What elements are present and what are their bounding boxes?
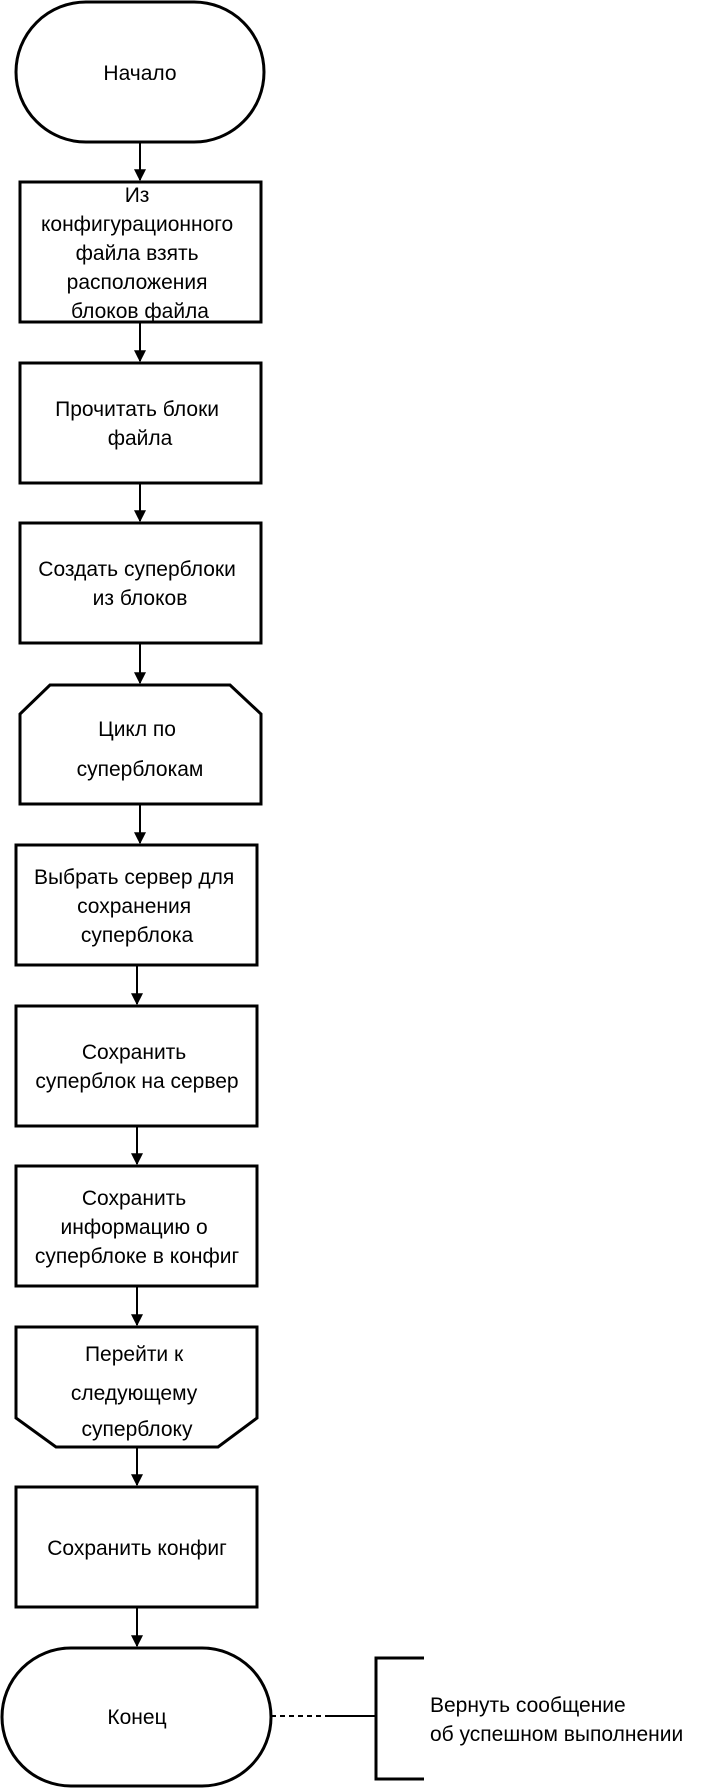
start-shape bbox=[14, 0, 266, 144]
process-create-superblocks-line-2: из блоков bbox=[93, 587, 188, 610]
process-save-superblock: Сохранить суперблок на сервер bbox=[14, 1004, 259, 1128]
process-create-superblocks-shape bbox=[18, 521, 263, 645]
svg-text:Сохранить информацию о: Сохранить информацию о суперблоке в конф… bbox=[35, 1187, 240, 1268]
start-label: Начало bbox=[103, 62, 176, 85]
process-read-config-line-4: расположения bbox=[67, 271, 208, 294]
loop-end-line-2: следующему bbox=[71, 1382, 198, 1405]
process-select-server: Выбрать сервер для сохранения суперблока bbox=[14, 843, 259, 967]
svg-text:Начало: Начало bbox=[103, 62, 176, 85]
process-create-superblocks-line-1: Создать суперблоки bbox=[38, 558, 236, 581]
annotation-line-2: об успешном выполнении bbox=[430, 1723, 683, 1746]
loop-end: Перейти к следующему суперблоку bbox=[14, 1325, 259, 1449]
process-read-config-line-5: блоков файла bbox=[71, 300, 209, 323]
process-read-config: Из конфигурационного файла взять располо… bbox=[18, 180, 263, 324]
svg-text:Создать суперблоки из бл: Создать суперблоки из блоков bbox=[38, 558, 241, 610]
process-read-blocks: Прочитать блоки файла bbox=[18, 361, 263, 485]
svg-text:Из конфигурационного: Из конфигурационного файла взять располо… bbox=[41, 184, 239, 323]
end-shape bbox=[0, 1646, 273, 1788]
end-terminator: Конец bbox=[0, 1646, 273, 1788]
loop-end-line-3: суперблоку bbox=[82, 1418, 193, 1441]
svg-text:Перейти к следующему: Перейти к следующему суперблоку bbox=[71, 1343, 203, 1441]
svg-text:Конец: Конец bbox=[107, 1706, 166, 1729]
start-terminator: Начало bbox=[14, 0, 266, 144]
svg-text:Выбрать сервер для сохра: Выбрать сервер для сохранения суперблока bbox=[34, 866, 240, 947]
process-save-info-line-1: Сохранить bbox=[82, 1187, 186, 1210]
process-save-info-line-3: суперблоке в конфиг bbox=[35, 1245, 240, 1268]
svg-text:Вернуть сообщение об усп: Вернуть сообщение об успешном выполнении bbox=[430, 1694, 683, 1746]
process-save-config-line-1: Сохранить конфиг bbox=[47, 1537, 227, 1560]
loop-end-shape bbox=[14, 1325, 259, 1449]
process-read-blocks-shape bbox=[18, 361, 263, 485]
annotation: Вернуть сообщение об успешном выполнении bbox=[374, 1656, 683, 1781]
svg-text:Цикл по суперблокам: Цикл по суперблокам bbox=[77, 718, 204, 781]
process-create-superblocks: Создать суперблоки из блоков bbox=[18, 521, 263, 645]
loop-start-shape bbox=[18, 683, 263, 806]
process-save-config-shape bbox=[14, 1485, 259, 1609]
process-save-superblock-line-2: суперблок на сервер bbox=[35, 1070, 238, 1093]
annotation-line-1: Вернуть сообщение bbox=[430, 1694, 626, 1717]
process-save-info-line-2: информацию о bbox=[61, 1216, 208, 1239]
process-read-blocks-line-2: файла bbox=[108, 427, 173, 450]
process-select-server-line-2: сохранения bbox=[77, 895, 191, 918]
annotation-bracket bbox=[374, 1656, 424, 1781]
loop-start-line-2: суперблокам bbox=[77, 758, 204, 781]
loop-end-line-1: Перейти к bbox=[85, 1343, 184, 1366]
process-save-config: Сохранить конфиг bbox=[14, 1485, 259, 1609]
process-save-info-shape bbox=[14, 1164, 259, 1288]
process-read-config-line-3: файла взять bbox=[76, 242, 199, 265]
process-select-server-line-1: Выбрать сервер для bbox=[34, 866, 234, 889]
svg-text:Сохранить конфиг: Сохранить конфиг bbox=[47, 1537, 227, 1560]
loop-start: Цикл по суперблокам bbox=[18, 683, 263, 806]
process-select-server-shape bbox=[14, 843, 259, 967]
process-read-config-shape bbox=[18, 180, 263, 324]
process-save-superblock-line-1: Сохранить bbox=[82, 1041, 186, 1064]
connectors bbox=[131, 142, 376, 1717]
process-save-superblock-shape bbox=[14, 1004, 259, 1128]
process-read-config-line-1: Из bbox=[125, 184, 150, 207]
end-label: Конец bbox=[107, 1706, 166, 1729]
process-read-config-line-2: конфигурационного bbox=[41, 213, 233, 236]
process-read-blocks-line-1: Прочитать блоки bbox=[55, 398, 219, 421]
svg-text:Прочитать блоки файла: Прочитать блоки файла bbox=[55, 398, 225, 450]
loop-start-line-1: Цикл по bbox=[98, 718, 176, 741]
svg-text:Сохранить суперблок на с: Сохранить суперблок на сервер bbox=[35, 1041, 238, 1093]
process-save-info: Сохранить информацию о суперблоке в конф… bbox=[14, 1164, 259, 1288]
process-select-server-line-3: суперблока bbox=[81, 924, 194, 947]
